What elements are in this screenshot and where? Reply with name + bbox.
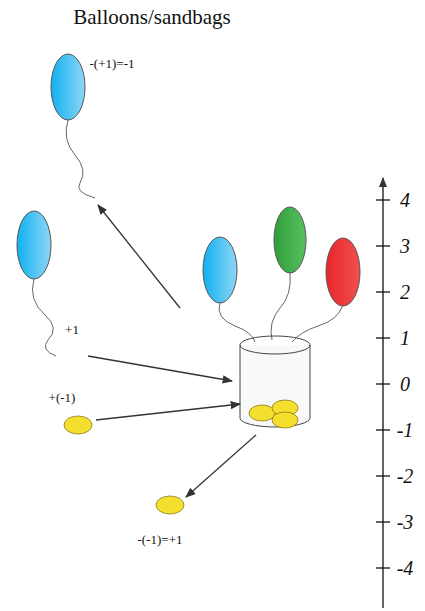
axis-number: 1 <box>400 327 410 349</box>
sandbag-removed <box>156 496 184 514</box>
operation-label: -(-1)=+1 <box>138 533 183 547</box>
axis-number: 3 <box>400 235 410 257</box>
number-line <box>376 178 390 608</box>
arrows <box>88 205 256 497</box>
axis-number: -4 <box>397 557 414 579</box>
operation-label: +(-1) <box>49 391 76 405</box>
axis-number: -2 <box>397 465 414 487</box>
title: Balloons/sandbags <box>73 6 231 29</box>
balloon-away <box>51 54 95 198</box>
axis-number: 2 <box>400 281 410 303</box>
axis-number: -1 <box>397 419 414 441</box>
axis-number: 0 <box>400 373 410 395</box>
axis-number: -3 <box>397 511 414 533</box>
operation-label: +1 <box>65 323 79 337</box>
axis-number: 4 <box>400 189 410 211</box>
basket-balloons <box>203 207 360 342</box>
sandbag-added <box>64 416 92 434</box>
basket <box>240 336 310 428</box>
operation-label: -(+1)=-1 <box>90 57 135 71</box>
balloon-added <box>17 211 56 356</box>
